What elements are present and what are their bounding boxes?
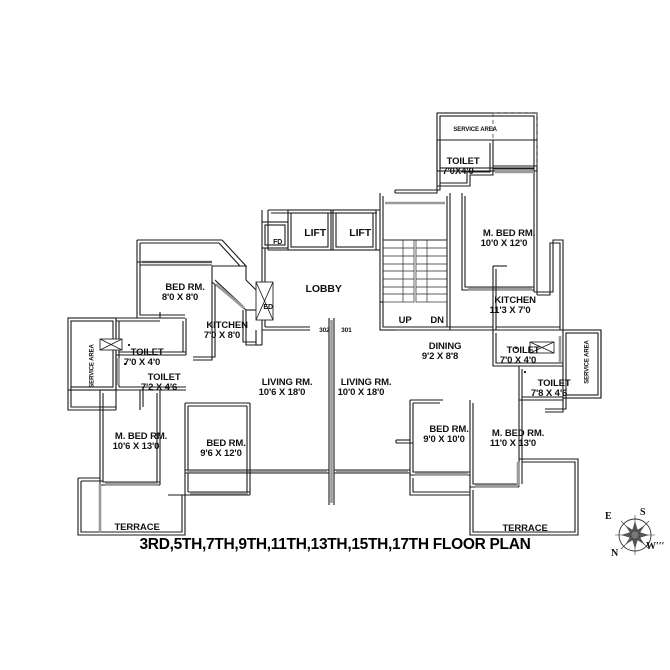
toilet-top-walls [436,140,538,187]
compass-graphic [615,515,655,555]
room-label-service-area-right: SERVICE AREA [584,340,591,384]
room-label-m-bed-rm-left: M. BED RM.10'6 X 13'0 [112,430,168,453]
compass-label-west: W′′′ [646,541,665,552]
fire-door-label: FD [273,238,283,246]
room-label-living-rm-left: LIVING RM.10'6 X 18'0 [258,376,313,399]
bed-rm-left-lower-walls [168,402,251,496]
page-title: 3RD,5TH,7TH,9TH,11TH,13TH,15TH,17TH FLOO… [139,536,531,553]
diagonal-entry-walls [211,239,257,311]
room-label-m-bed-rm-right: M. BED RM.11'0 X 13'0 [489,427,545,450]
room-label-m-bed-rm-top: M. BED RM.10'0 X 12'0 [480,227,536,250]
stairwell-walls [379,193,451,331]
service-area-right-walls [545,329,602,413]
stair-up-label: UP [398,314,412,326]
room-label-bed-rm-left-upper: BED RM.8'0 X 8'0 [161,281,205,304]
entrance-door-label: ED [263,303,273,311]
compass-label-north: N [611,548,619,559]
toilet-right-upper-walls [492,330,563,412]
room-label-bed-rm-left-lower: BED RM.9'6 X 12'0 [200,437,246,460]
stair-down-label: DN [430,314,444,326]
lobby-label: LOBBY [305,282,342,295]
compass-label-east: E [605,511,612,522]
terrace-right-walls [469,458,579,536]
bed-rm-right-walls [396,399,470,496]
upper-right-outer-walls [395,183,538,295]
m-bed-rm-top-walls [461,193,534,291]
service-area-top-walls [436,112,538,172]
living-area-lower-walls [184,469,410,496]
compass-label-south: S [640,507,646,518]
room-label-terrace-left: TERRACE [114,521,160,533]
kitchen-left-walls [193,282,257,361]
lift-1-label: LIFT [304,226,327,239]
misc-connector-walls [256,190,493,443]
unit-number-right: 301 [341,327,352,335]
unit-number-left: 302 [319,327,330,335]
room-label-terrace-right: TERRACE [502,522,548,534]
toilet-left-walls [99,312,187,410]
kitchen-right-walls [492,239,564,331]
m-bed-rm-left-walls [99,389,161,486]
terrace-left-walls [77,477,186,536]
compass-rose: E S N W′′′ [604,506,666,564]
lift-core-walls [255,209,380,331]
room-label-bed-rm-right: BED RM.9'0 X 10'0 [423,423,469,446]
lift-2-label: LIFT [349,226,372,239]
room-label-living-rm-right: LIVING RM.10'0 X 18'0 [337,376,392,399]
central-party-wall [328,318,335,505]
room-label-service-area-top: SERVICE AREA [453,126,497,133]
room-label-service-area-left: SERVICE AREA [89,344,96,388]
